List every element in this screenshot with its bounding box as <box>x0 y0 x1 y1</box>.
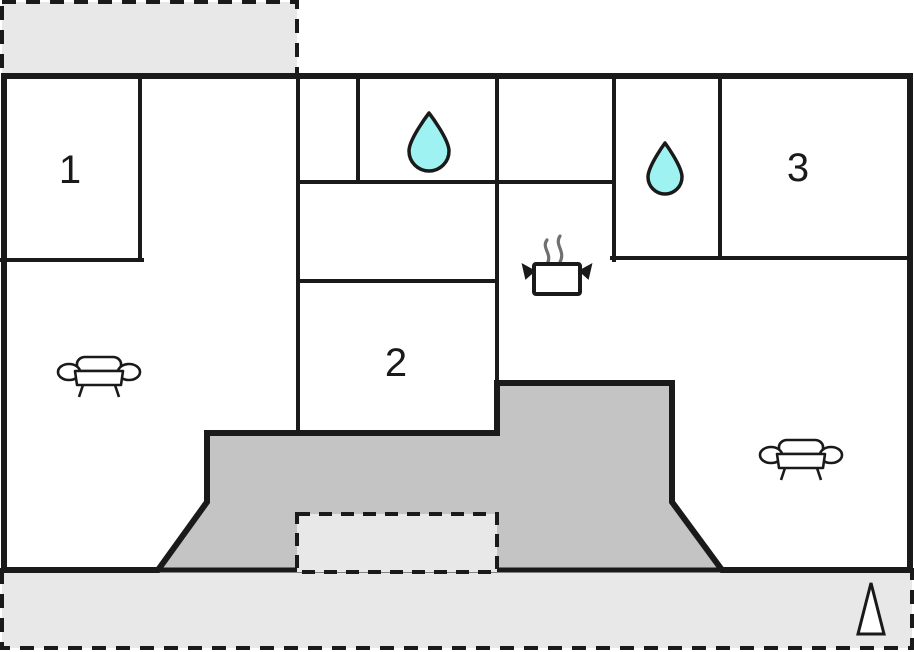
water-drop-shape-1 <box>407 111 451 173</box>
sofa-seat-2 <box>775 452 827 470</box>
pot-handle-left <box>521 263 536 280</box>
sofa-seat-1 <box>73 369 125 387</box>
outdoor-area-top <box>0 0 299 78</box>
sofa-leg-left-2 <box>779 467 787 481</box>
sofa-leg-left-1 <box>77 384 85 398</box>
sofa-leg-right-2 <box>815 467 823 481</box>
water-drop-shape-2 <box>646 141 684 196</box>
sofa-back-2 <box>777 438 825 456</box>
building-footprint <box>4 76 910 570</box>
sofa-icon <box>758 438 844 481</box>
sofa-back-1 <box>75 355 123 373</box>
outdoor-bottom-boundary <box>0 568 914 650</box>
steam-wisp-right <box>556 234 564 264</box>
pot-handle-right <box>578 263 593 280</box>
room-labels: 1 2 3 <box>59 146 809 385</box>
room-number-1: 1 <box>59 148 81 192</box>
water-drop-icon <box>646 141 684 196</box>
north-arrow-shape <box>856 582 886 636</box>
terrace-cutout-boundary <box>295 512 499 574</box>
terrace-cutout-area <box>295 512 499 574</box>
sofa-icon <box>56 355 142 398</box>
outdoor-top-boundary <box>0 0 299 78</box>
pot-body <box>532 262 582 296</box>
outdoor-area-bottom <box>0 568 914 650</box>
sofa-leg-right-1 <box>113 384 121 398</box>
north-arrow-icon <box>856 582 886 636</box>
cooking-pot-icon <box>521 234 593 296</box>
water-drop-icon <box>407 111 451 173</box>
building-interior-fill <box>4 76 910 570</box>
room-number-3: 3 <box>787 146 809 190</box>
interior-walls <box>0 76 912 435</box>
room-number-2: 2 <box>385 341 407 385</box>
steam-wisp-left <box>543 238 551 266</box>
